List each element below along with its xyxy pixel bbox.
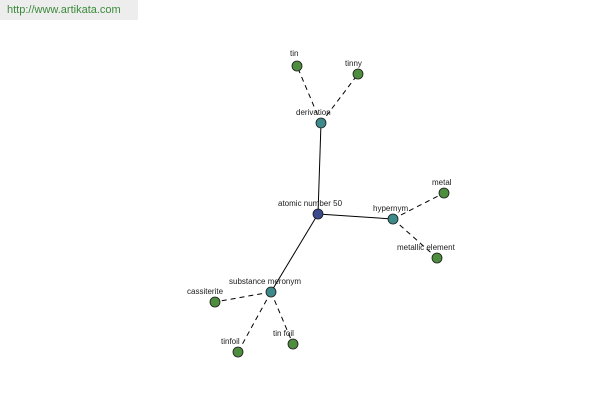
node-tin-foil-dot[interactable] (287, 338, 299, 350)
node-cassiterite[interactable]: cassiterite (187, 287, 224, 308)
node-derivation-label: derivation (296, 108, 331, 117)
edge-meronym-tinfoil (237, 291, 272, 353)
node-tin[interactable]: tin (290, 49, 303, 72)
watermark: http://www.artikata.com (0, 0, 138, 20)
node-tinfoil-dot[interactable] (232, 346, 244, 358)
edge-root-hypernym (317, 213, 394, 220)
edge-meronym-tin-foil (270, 291, 294, 345)
node-cassiterite-label: cassiterite (187, 287, 224, 296)
edge-derivation-tinny (320, 73, 359, 124)
edge-hypernym-metal (392, 192, 445, 220)
node-hypernym-label: hypernym (373, 204, 408, 213)
node-tin-label: tin (290, 49, 298, 58)
node-metallic-element[interactable]: metallic element (397, 243, 456, 264)
node-cassiterite-dot[interactable] (209, 296, 221, 308)
edge-root-derivation (317, 122, 322, 215)
watermark-url: http://www.artikata.com (7, 4, 121, 16)
node-substance-meronym[interactable]: substance meronym (229, 277, 301, 298)
node-root-dot[interactable] (312, 208, 324, 220)
node-tinny[interactable]: tinny (345, 59, 364, 80)
node-metal[interactable]: metal (432, 178, 452, 199)
node-metal-label: metal (432, 178, 452, 187)
node-tinfoil[interactable]: tinfoil (221, 337, 244, 358)
node-substance-meronym-label: substance meronym (229, 277, 301, 286)
node-root[interactable]: atomic number 50 (278, 199, 343, 220)
node-metal-dot[interactable] (438, 187, 450, 199)
node-tin-foil-label: tin foil (273, 329, 294, 338)
node-metallic-element-dot[interactable] (431, 252, 443, 264)
node-tin-foil[interactable]: tin foil (273, 329, 299, 350)
edge-root-substance-meronym (270, 213, 319, 293)
node-root-label: atomic number 50 (278, 199, 343, 208)
node-metallic-element-label: metallic element (397, 243, 456, 252)
edge-hypernym-metallic-element (392, 218, 438, 259)
node-substance-meronym-dot[interactable] (265, 286, 277, 298)
node-derivation-dot[interactable] (315, 117, 327, 129)
node-tinny-dot[interactable] (352, 68, 364, 80)
edge-meronym-cassiterite (214, 291, 272, 303)
node-hypernym[interactable]: hypernym (373, 204, 408, 225)
node-hypernym-dot[interactable] (387, 213, 399, 225)
node-tin-dot[interactable] (291, 60, 303, 72)
node-derivation[interactable]: derivation (296, 108, 331, 129)
node-tinfoil-label: tinfoil (221, 337, 240, 346)
node-tinny-label: tinny (345, 59, 362, 68)
edge-derivation-tin (296, 65, 322, 124)
